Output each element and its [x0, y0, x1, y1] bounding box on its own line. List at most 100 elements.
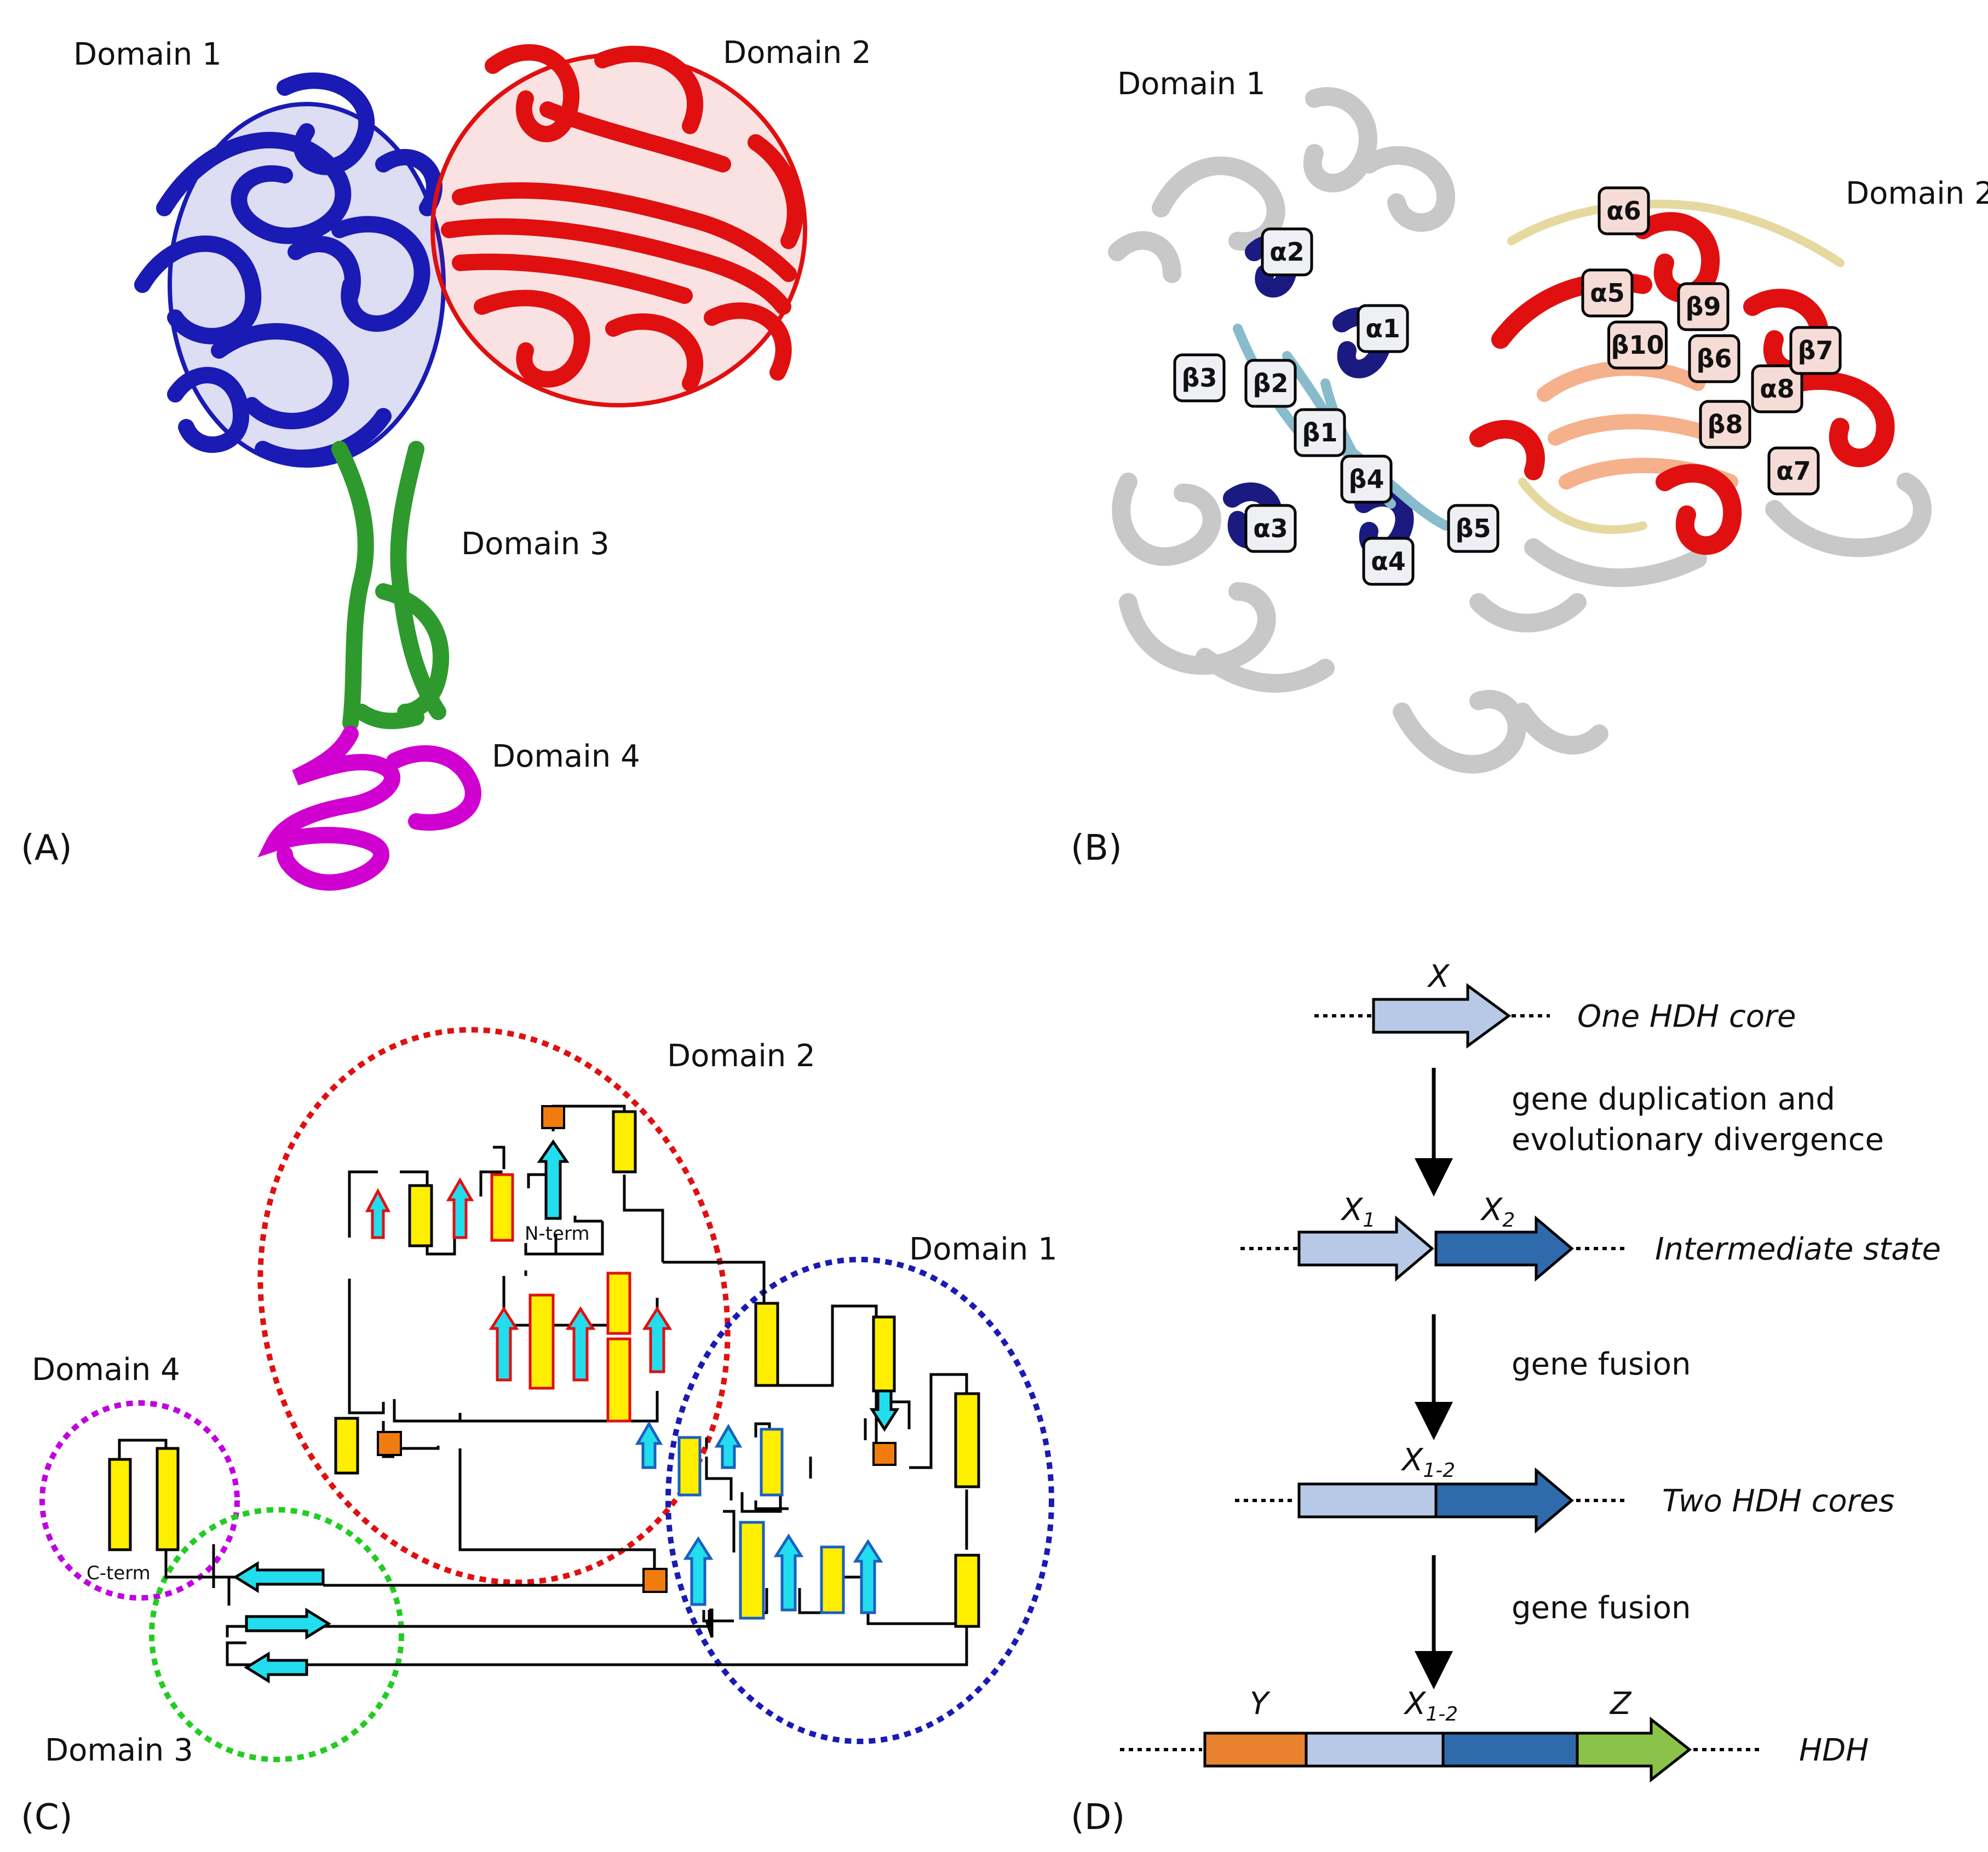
- domain2-label-b: Domain 2: [1846, 176, 1988, 211]
- sse-tag-label: β3: [1182, 363, 1217, 393]
- strand-element: [565, 1306, 596, 1382]
- nterm-label-c: N-term: [525, 1223, 589, 1245]
- sse-tag-box: [1447, 504, 1499, 553]
- strand-element: [642, 1306, 673, 1373]
- sse-tag-box: [1688, 334, 1740, 383]
- cterm-label-c: C-term: [87, 1562, 151, 1584]
- domain4-label-c: Domain 4: [32, 1352, 180, 1388]
- panel-c: Domain 2 Domain 1 Domain 4 Domain 3 N-te…: [21, 1027, 1058, 1838]
- helix-element: [872, 1315, 896, 1393]
- sse-tag-label: β6: [1697, 344, 1732, 373]
- hdh-label: HDH: [1799, 1733, 1869, 1768]
- strand-element: [869, 1389, 900, 1432]
- domain2-structure-a: [430, 44, 807, 407]
- sse-tag-label: α7: [1776, 456, 1811, 486]
- dup-line2: evolutionary divergence: [1512, 1122, 1884, 1158]
- sse-tag-box: [1340, 455, 1393, 504]
- panel-letter-c: (C): [21, 1797, 73, 1838]
- panel-letter-a: (A): [21, 828, 72, 869]
- helix-element: [677, 1436, 702, 1497]
- domain1-label-c: Domain 1: [909, 1232, 1058, 1267]
- x12-dark-segment: [1434, 1467, 1574, 1534]
- domain3-label-a: Domain 3: [461, 526, 610, 562]
- x12-label-row4: X1-2: [1403, 1686, 1458, 1726]
- sse-tag-box: [1173, 353, 1226, 402]
- strand-element: [683, 1536, 714, 1606]
- helix-element: [754, 1302, 779, 1387]
- helix-element: [954, 1392, 980, 1488]
- sse-tag-label: α3: [1253, 514, 1288, 543]
- domain1-label-b: Domain 1: [1117, 66, 1266, 102]
- intermediate-label: Intermediate state: [1655, 1232, 1941, 1267]
- sse-tag-label: β9: [1686, 292, 1721, 321]
- helix-element: [156, 1447, 180, 1551]
- sse-tag-label: α8: [1760, 374, 1795, 404]
- panel-d: X One HDH core gene duplication and evol…: [1071, 959, 1941, 1838]
- domain3-outline-c: [149, 1507, 404, 1762]
- sse-tag-box: [1699, 400, 1751, 449]
- strand-element: [714, 1424, 743, 1469]
- sse-tag-box: [1598, 186, 1650, 235]
- domain4-outline-c: [39, 1400, 240, 1601]
- strand-element: [233, 1561, 325, 1594]
- helix-element: [108, 1458, 132, 1551]
- fusion1-label: gene fusion: [1512, 1347, 1691, 1382]
- helix-element: [334, 1417, 359, 1475]
- x1-label-row2: X1: [1340, 1192, 1375, 1232]
- domain3-label-c: Domain 3: [45, 1733, 193, 1768]
- turn-element: [642, 1568, 668, 1593]
- sse-tag-box: [1362, 537, 1415, 586]
- panel-a: Domain 1 Domain 2 Domain 3 Domain 4 (A): [21, 35, 871, 891]
- backbone-structure-b: [1108, 87, 1932, 774]
- domain4-structure-a: [257, 726, 481, 891]
- sse-tag-box: [1357, 304, 1409, 353]
- x12-light-segment: [1297, 1482, 1438, 1519]
- helix-element: [490, 1173, 514, 1242]
- sse-tag-label: β4: [1349, 464, 1384, 494]
- x2-label-row2: X2: [1480, 1192, 1515, 1232]
- strand-element: [446, 1177, 474, 1239]
- two-cores-label: Two HDH cores: [1662, 1483, 1894, 1519]
- sse-elements-c: [108, 1105, 980, 1684]
- sse-tag-label: α4: [1371, 547, 1406, 576]
- helix-element: [606, 1337, 631, 1423]
- domain2-label-a: Domain 2: [723, 35, 871, 71]
- one-core-label: One HDH core: [1577, 999, 1796, 1034]
- dup-line1: gene duplication and: [1512, 1082, 1835, 1117]
- panel-letter-d: (D): [1071, 1797, 1125, 1838]
- sse-tag-box: [1607, 320, 1668, 370]
- panel-letter-b: (B): [1071, 828, 1122, 869]
- helix-element: [606, 1272, 631, 1335]
- helix-element: [760, 1428, 784, 1497]
- sse-tag-box: [1261, 227, 1313, 277]
- strand-element: [537, 1139, 570, 1220]
- y-segment: [1203, 1732, 1308, 1768]
- domain1-outline-c: [665, 1257, 1054, 1744]
- x12-light-segment-row4: [1305, 1732, 1445, 1768]
- helix-element: [820, 1545, 845, 1614]
- sse-tag-label: α1: [1365, 314, 1400, 343]
- helix-element: [528, 1293, 555, 1390]
- helix-element: [408, 1184, 433, 1247]
- helix-element: [954, 1554, 980, 1628]
- y-label: Y: [1250, 1686, 1271, 1722]
- sse-tag-box: [1751, 364, 1803, 413]
- strand-element: [853, 1539, 883, 1614]
- sse-tag-label: β10: [1611, 330, 1664, 360]
- strand-element: [635, 1421, 663, 1469]
- x12-label-row3: X1-2: [1400, 1442, 1455, 1482]
- sse-tag-label: β2: [1253, 369, 1289, 398]
- panel-b: Domain 1 Domain 2 α1α2α3α4β1β2β3β4β5α5α6…: [1071, 66, 1988, 869]
- x12-dark-segment-row4: [1441, 1732, 1579, 1768]
- topology-lines-c: [118, 1105, 968, 1666]
- domain4-label-a: Domain 4: [492, 739, 640, 774]
- sse-tag-box: [1294, 408, 1346, 457]
- sse-tag-label: α5: [1590, 278, 1625, 308]
- x1-arrow-row2: [1297, 1215, 1434, 1282]
- sse-tag-label: β5: [1456, 514, 1491, 543]
- sse-tag-box: [1244, 504, 1297, 553]
- strand-element: [365, 1188, 391, 1239]
- x-label-row1: X: [1427, 959, 1450, 994]
- sse-tag-label: β1: [1302, 418, 1338, 447]
